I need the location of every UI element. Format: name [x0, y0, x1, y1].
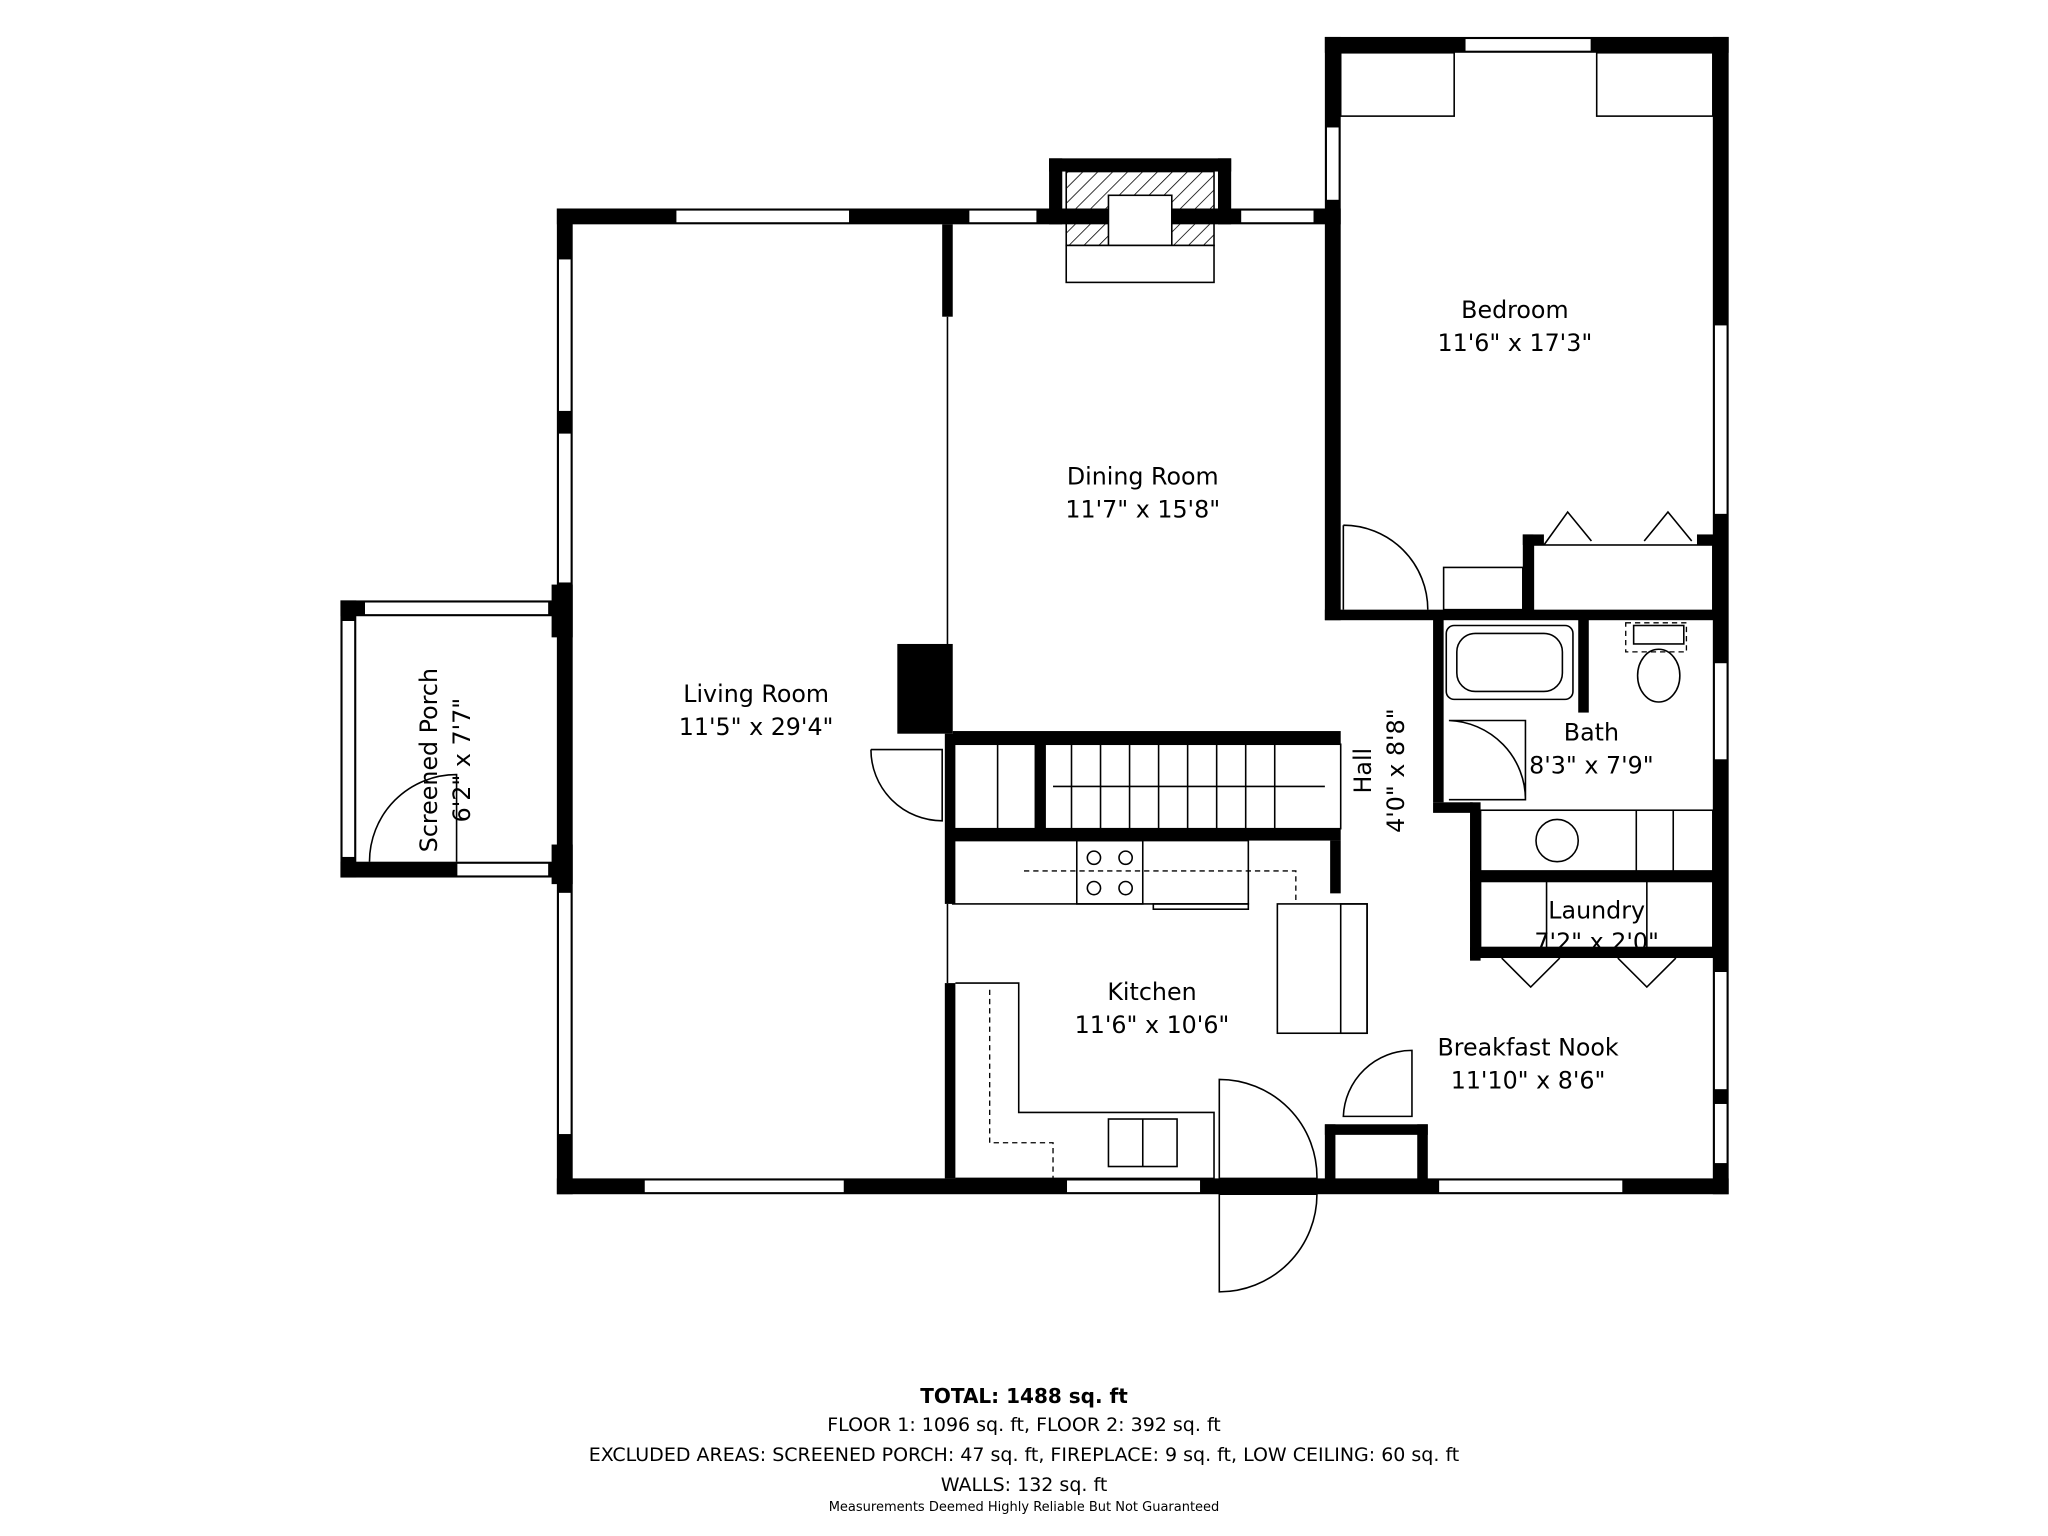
dining-room-size: 11'7" x 15'8" [1065, 495, 1220, 523]
floor-areas: FLOOR 1: 1096 sq. ft, FLOOR 2: 392 sq. f… [827, 1414, 1221, 1436]
laundry-label: Laundry [1548, 896, 1645, 924]
bath-size: 8'3" x 7'9" [1529, 751, 1654, 779]
breakfast-nook-label: Breakfast Nook [1437, 1034, 1618, 1062]
walls-area: WALLS: 132 sq. ft [940, 1474, 1108, 1496]
total-area: TOTAL: 1488 sq. ft [920, 1384, 1128, 1408]
laundry-size: 7'2" x 2'0" [1534, 928, 1659, 956]
screened-porch-size: 6'2" x 7'7" [448, 698, 476, 823]
bedroom-label: Bedroom [1461, 296, 1568, 324]
hall-label: Hall [1349, 748, 1377, 794]
living-room-label: Living Room [683, 680, 829, 708]
bedroom-size: 11'6" x 17'3" [1438, 329, 1593, 357]
stair-treads [996, 744, 1325, 829]
screened-porch-label: Screened Porch [415, 668, 443, 852]
disclaimer: Measurements Deemed Highly Reliable But … [828, 1500, 1220, 1515]
fixtures [368, 51, 1714, 1293]
windows [340, 37, 1729, 1194]
bath-label: Bath [1564, 718, 1619, 746]
living-room-size: 11'5" x 29'4" [679, 713, 834, 741]
kitchen-size: 11'6" x 10'6" [1075, 1011, 1230, 1039]
hall-size: 4'0" x 8'8" [1382, 708, 1410, 833]
excluded-areas: EXCLUDED AREAS: SCREENED PORCH: 47 sq. f… [588, 1444, 1460, 1466]
kitchen-label: Kitchen [1107, 978, 1196, 1006]
breakfast-nook-size: 11'10" x 8'6" [1451, 1067, 1606, 1095]
dining-room-label: Dining Room [1067, 462, 1219, 490]
room-labels: Bedroom 11'6" x 17'3" Dining Room 11'7" … [415, 296, 1659, 1095]
